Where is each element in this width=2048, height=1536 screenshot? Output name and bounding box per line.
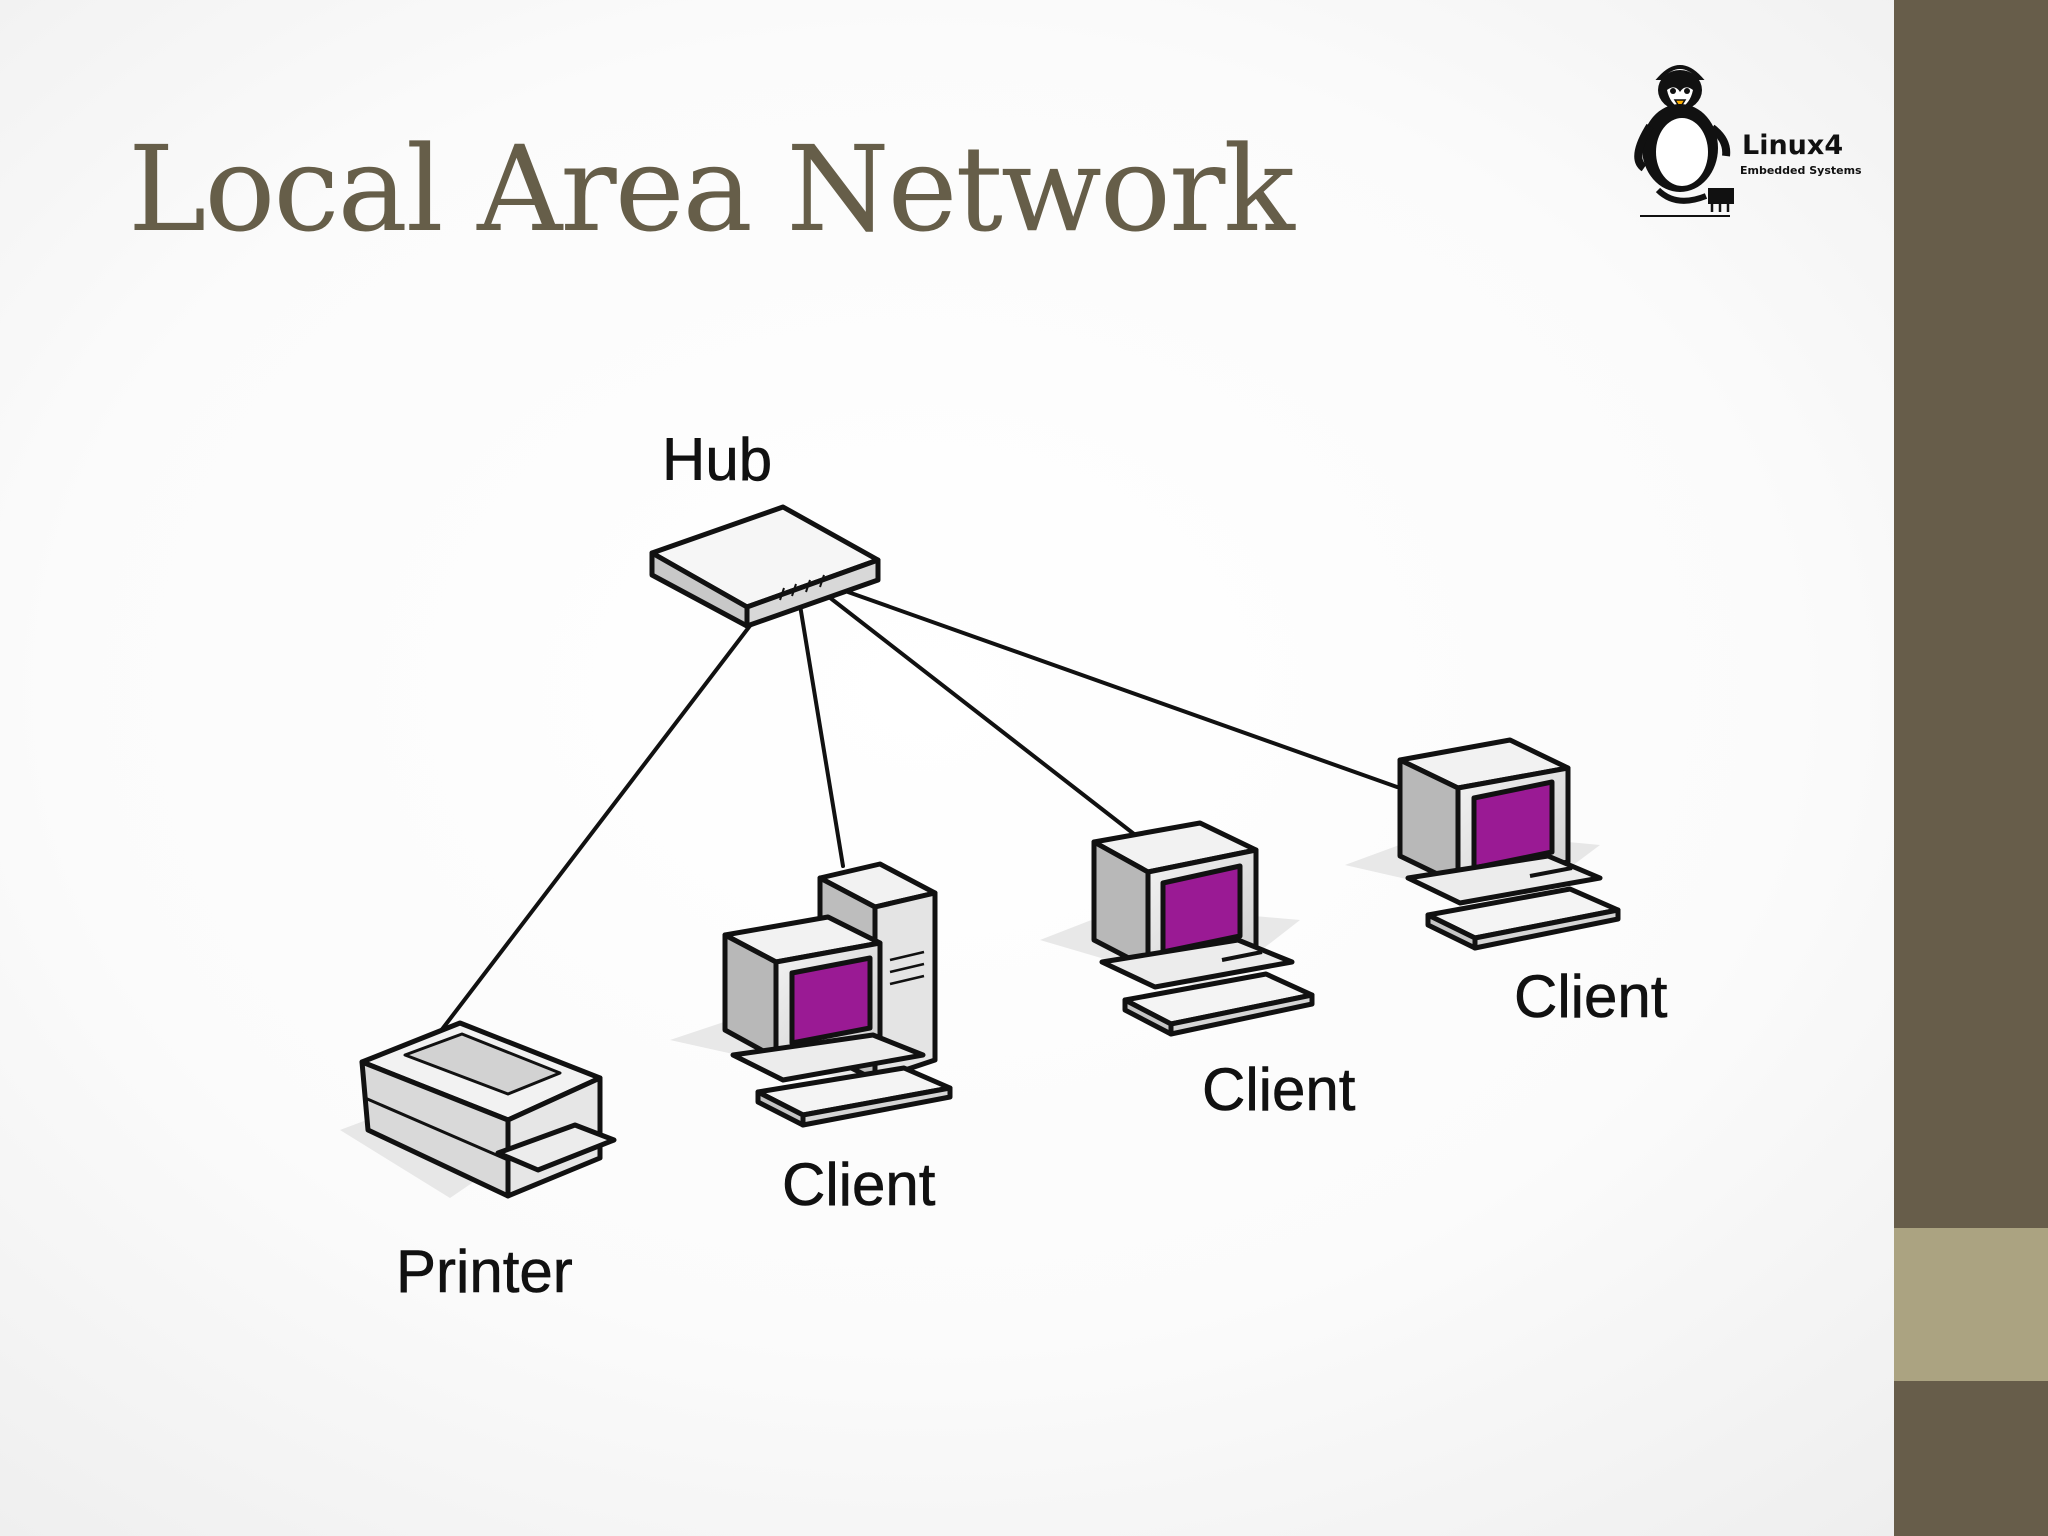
- desktop-computer-icon: [1345, 737, 1621, 951]
- client-2-label: Client: [1202, 1056, 1356, 1123]
- link-hub-printer: [438, 591, 777, 1034]
- linux4-logo: Linux4 Embedded Systems: [1634, 65, 1862, 217]
- client-1-label: Client: [782, 1151, 936, 1218]
- tower-computer-icon: [670, 861, 953, 1128]
- lan-diagram: Hub Printer: [340, 426, 1668, 1305]
- connections: [438, 588, 1399, 1034]
- printer-icon: [340, 1020, 617, 1199]
- link-hub-client-1: [796, 591, 845, 868]
- printer-label: Printer: [396, 1238, 573, 1305]
- link-hub-client-3: [846, 590, 1399, 789]
- sidebar-accent-band: [1894, 1228, 2048, 1381]
- penguin-icon: [1634, 65, 1734, 217]
- hub-label: Hub: [662, 426, 772, 493]
- client-3-label: Client: [1514, 963, 1668, 1030]
- hub-icon: [649, 504, 881, 629]
- logo-tagline: Embedded Systems: [1740, 164, 1862, 177]
- desktop-computer-icon: [1040, 820, 1315, 1037]
- link-hub-client-2: [818, 588, 1136, 836]
- slide-title: Local Area Network: [128, 120, 1295, 258]
- logo-brand: Linux4: [1742, 130, 1843, 161]
